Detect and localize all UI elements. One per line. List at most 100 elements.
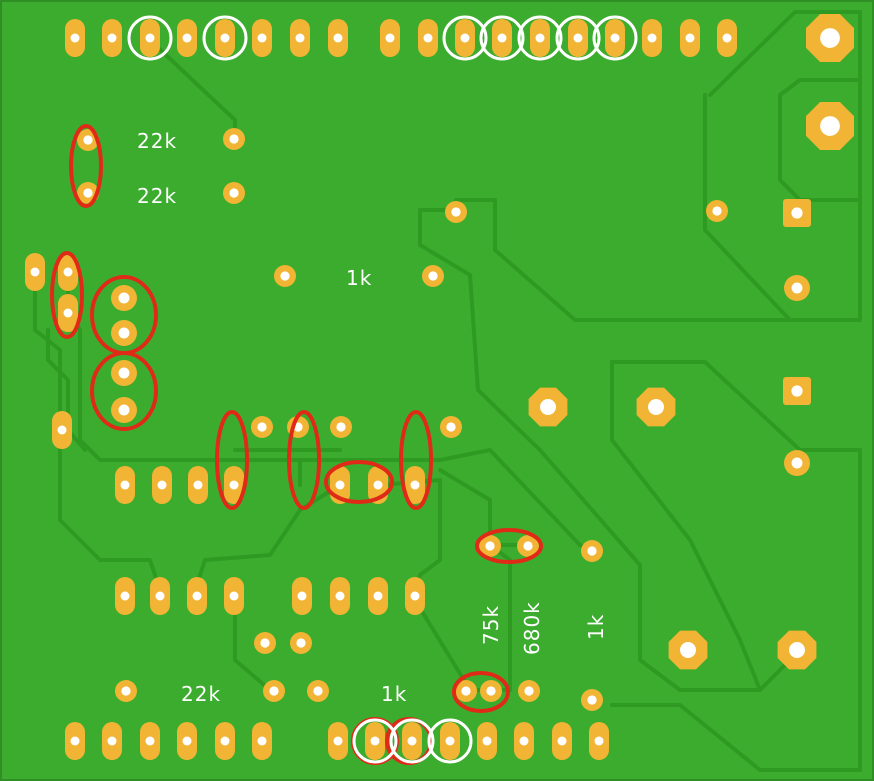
octagon-pad: [806, 102, 854, 150]
oval-pad: [405, 577, 425, 615]
pad-drill-hole: [791, 385, 803, 397]
pad-drill-hole: [182, 736, 192, 746]
round-pad: [581, 540, 603, 562]
pad-drill-hole: [573, 33, 583, 43]
pad-drill-hole: [461, 686, 471, 696]
highlight-marker: [452, 671, 510, 713]
round-pad: [455, 680, 477, 702]
pad-layer: [25, 14, 854, 760]
round-pad: [422, 265, 444, 287]
marker-layer: [50, 15, 638, 765]
pad-drill-hole: [107, 33, 117, 43]
pad-drill-hole: [373, 591, 383, 601]
round-pad: [251, 416, 273, 438]
pad-drill-hole: [482, 736, 492, 746]
oval-pad: [252, 722, 272, 760]
pad-drill-hole: [193, 480, 203, 490]
oval-pad: [252, 19, 272, 57]
highlight-marker: [324, 460, 394, 504]
oval-pad: [224, 577, 244, 615]
pad-drill-hole: [70, 736, 80, 746]
oval-pad: [418, 19, 438, 57]
oval-pad: [52, 411, 72, 449]
pad-drill-hole: [145, 736, 155, 746]
round-pad: [480, 680, 502, 702]
pad-drill-hole: [557, 736, 567, 746]
oval-pad: [292, 577, 312, 615]
oval-pad: [405, 466, 425, 504]
highlight-marker-white: [352, 718, 398, 764]
octagon-pad: [777, 630, 817, 670]
silkscreen-labels: 22k 22k 1k 22k 1k 75k 680k 1k: [137, 129, 608, 706]
highlight-marker: [287, 410, 321, 510]
highlight-marker-white: [442, 15, 488, 61]
oval-pad: [102, 19, 122, 57]
label-r4: 22k: [181, 682, 221, 706]
pad-drill-hole: [385, 33, 395, 43]
oval-pad: [115, 466, 135, 504]
oval-pad: [514, 722, 534, 760]
pad-drill-hole: [370, 736, 380, 746]
round-pad: [330, 416, 352, 438]
octagon-pad: [668, 630, 708, 670]
highlight-marker-white: [479, 15, 525, 61]
oval-pad: [380, 19, 400, 57]
pad-drill-hole: [497, 33, 507, 43]
round-pad: [274, 265, 296, 287]
oval-pad: [605, 19, 625, 57]
pad-drill-hole: [685, 33, 695, 43]
round-pad: [263, 680, 285, 702]
pad-drill-hole: [229, 134, 239, 144]
oval-pad: [477, 722, 497, 760]
pad-drill-hole: [791, 457, 803, 469]
pad-drill-hole: [647, 33, 657, 43]
pad-drill-hole: [192, 591, 202, 601]
highlight-marker-white: [517, 15, 563, 61]
pad-drill-hole: [410, 591, 420, 601]
oval-pad: [642, 19, 662, 57]
highlight-marker: [475, 528, 543, 564]
oval-pad: [177, 19, 197, 57]
pad-drill-hole: [712, 206, 722, 216]
pad-drill-hole: [610, 33, 620, 43]
pad-drill-hole: [280, 271, 290, 281]
oval-pad: [215, 19, 235, 57]
pad-drill-hole: [791, 207, 803, 219]
round-pad: [440, 416, 462, 438]
pad-drill-hole: [423, 33, 433, 43]
pad-drill-hole: [519, 736, 529, 746]
oval-pad: [115, 577, 135, 615]
pad-drill-hole: [336, 422, 346, 432]
pad-drill-hole: [118, 404, 130, 416]
pad-drill-hole: [722, 33, 732, 43]
oval-pad: [187, 577, 207, 615]
round-pad: [111, 320, 137, 346]
oval-pad: [58, 294, 78, 332]
pad-drill-hole: [648, 399, 664, 415]
highlight-marker: [90, 351, 158, 431]
oval-pad: [290, 19, 310, 57]
pad-drill-hole: [791, 282, 803, 294]
round-pad: [307, 680, 329, 702]
oval-pad: [65, 19, 85, 57]
oval-pad: [102, 722, 122, 760]
round-pad: [517, 535, 539, 557]
pad-drill-hole: [523, 541, 533, 551]
pad-drill-hole: [594, 736, 604, 746]
round-pad: [784, 275, 810, 301]
oval-pad: [328, 19, 348, 57]
pad-drill-hole: [155, 591, 165, 601]
oval-pad: [224, 466, 244, 504]
oval-pad: [140, 722, 160, 760]
pad-drill-hole: [460, 33, 470, 43]
round-pad: [223, 182, 245, 204]
round-pad: [111, 397, 137, 423]
pad-drill-hole: [30, 267, 40, 277]
pad-drill-hole: [680, 642, 696, 658]
octagon-pad: [806, 14, 854, 62]
pad-drill-hole: [257, 736, 267, 746]
square-pad: [783, 377, 811, 405]
round-pad: [784, 450, 810, 476]
